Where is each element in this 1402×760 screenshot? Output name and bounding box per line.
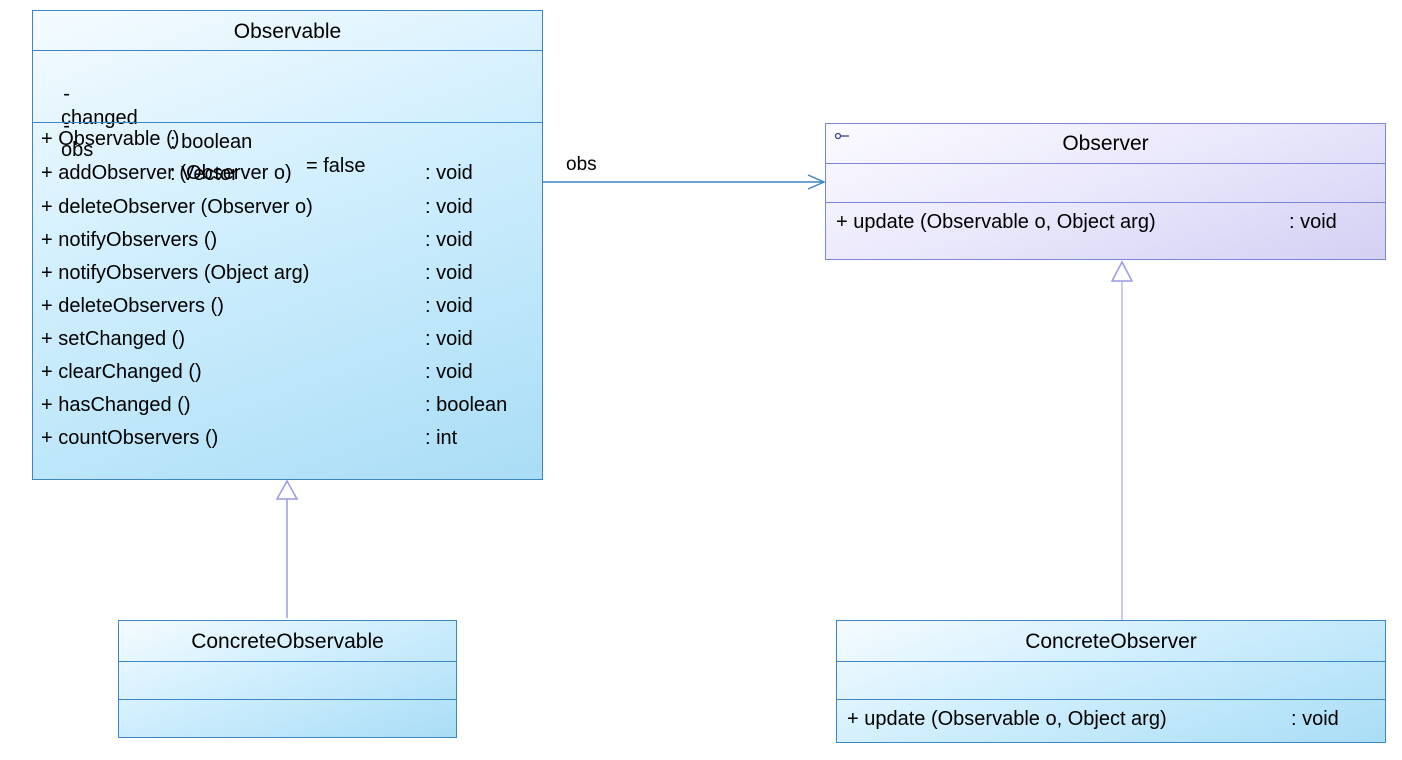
operation-row: + deleteObservers () [41, 295, 224, 317]
operation-return: : void [425, 262, 473, 284]
operation-return: : void [1291, 708, 1339, 730]
attribute-row: - obs : Vector [61, 115, 238, 185]
operation-row: + addObserver (Observer o) [41, 162, 292, 184]
operation-row: + update (Observable o, Object arg) [847, 708, 1167, 730]
compartment-separator [119, 699, 456, 700]
operation-return: : void [425, 162, 473, 184]
association-arrowhead [807, 174, 826, 190]
class-concrete-observable[interactable]: ConcreteObservable [118, 620, 457, 738]
operation-return: : int [425, 427, 458, 449]
compartment-separator [33, 50, 542, 51]
operation-row: + notifyObservers () [41, 229, 218, 251]
compartment-separator [119, 661, 456, 662]
operation-return: : void [425, 328, 473, 350]
realization-triangle-observer [1110, 260, 1134, 282]
association-label: obs [566, 154, 597, 175]
compartment-separator [837, 699, 1385, 700]
operation-return: : void [425, 295, 473, 317]
operation-row: + update (Observable o, Object arg) [836, 211, 1156, 233]
operation-row: + notifyObservers (Object arg) [41, 262, 310, 284]
compartment-separator [33, 122, 542, 123]
operation-row: + setChanged () [41, 328, 185, 350]
class-name: ConcreteObserver [1025, 630, 1197, 653]
generalization-triangle-observable [275, 479, 299, 500]
interface-lollipop-icon [834, 132, 849, 140]
class-concrete-observer[interactable]: ConcreteObserver + update (Observable o,… [836, 620, 1386, 743]
class-name: Observer [1062, 132, 1149, 155]
compartment-separator [826, 163, 1385, 164]
class-name: ConcreteObservable [191, 630, 384, 653]
operation-row: + hasChanged () [41, 394, 191, 416]
operation-return: : void [425, 196, 473, 218]
compartment-separator [826, 202, 1385, 203]
attribute-row: - changed : boolean = false [61, 83, 366, 177]
operation-return: : void [425, 361, 473, 383]
operation-row: + clearChanged () [41, 361, 202, 383]
operation-row: + deleteObserver (Observer o) [41, 196, 313, 218]
class-observable[interactable]: Observable - changed : boolean = false -… [32, 10, 543, 480]
compartment-separator [837, 661, 1385, 662]
operation-row: + Observable () [41, 128, 180, 150]
operation-return: : boolean [425, 394, 508, 416]
operation-return: : void [425, 229, 473, 251]
operation-row: + countObservers () [41, 427, 219, 449]
operation-return: : void [1289, 211, 1337, 233]
class-name: Observable [233, 20, 342, 43]
interface-observer[interactable]: Observer + update (Observable o, Object … [825, 123, 1386, 260]
